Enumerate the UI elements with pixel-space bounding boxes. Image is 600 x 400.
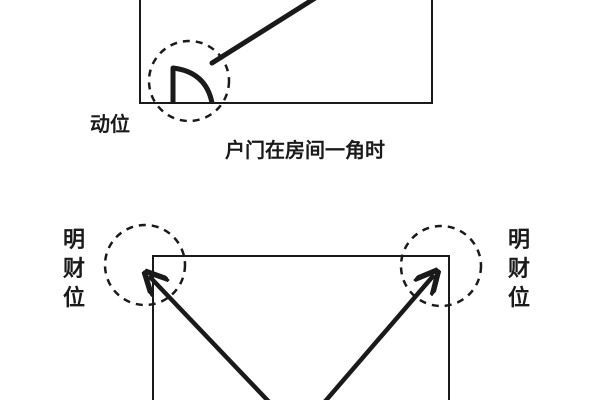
top-room-outline [139, 0, 433, 104]
right-wealth-position-circle [399, 224, 483, 308]
right-label-char: 位 [508, 285, 530, 311]
right-wealth-label: 明 财 位 [508, 228, 530, 311]
left-label-char: 财 [63, 257, 85, 282]
bottom-room-diagram: 明 财 位 明 财 位 [63, 223, 530, 400]
left-arrow [149, 276, 271, 400]
caption: 户门在房间一角时 [225, 138, 385, 162]
left-label-char: 明 [63, 228, 85, 253]
moving-position-circle [147, 39, 231, 123]
top-room-diagram: 动位 户门在房间一角时 [90, 0, 433, 162]
left-wealth-label: 明 财 位 [63, 228, 85, 311]
left-wealth-position-circle [103, 223, 187, 307]
right-arrow [323, 275, 434, 400]
left-label-char: 位 [63, 285, 85, 311]
moving-position-label: 动位 [90, 112, 130, 136]
bottom-room-outline [152, 255, 450, 400]
door-symbol [170, 65, 215, 104]
right-label-char: 明 [508, 228, 530, 253]
diagonal-line [209, 0, 317, 66]
right-label-char: 财 [508, 257, 530, 282]
